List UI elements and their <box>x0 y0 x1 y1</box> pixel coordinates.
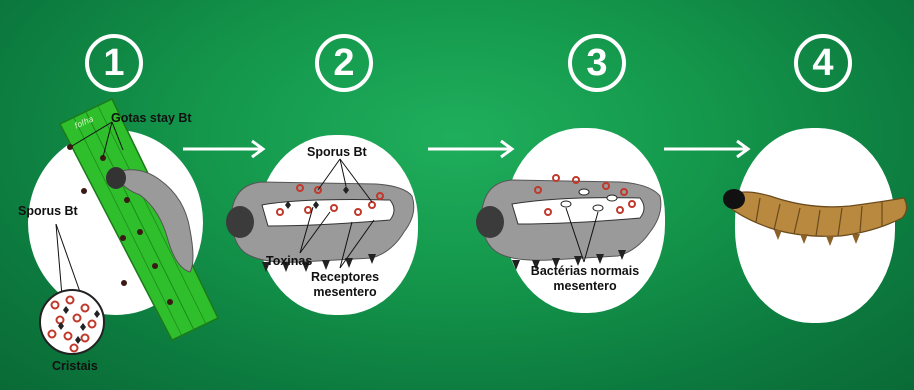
dead-caterpillar <box>723 189 907 246</box>
